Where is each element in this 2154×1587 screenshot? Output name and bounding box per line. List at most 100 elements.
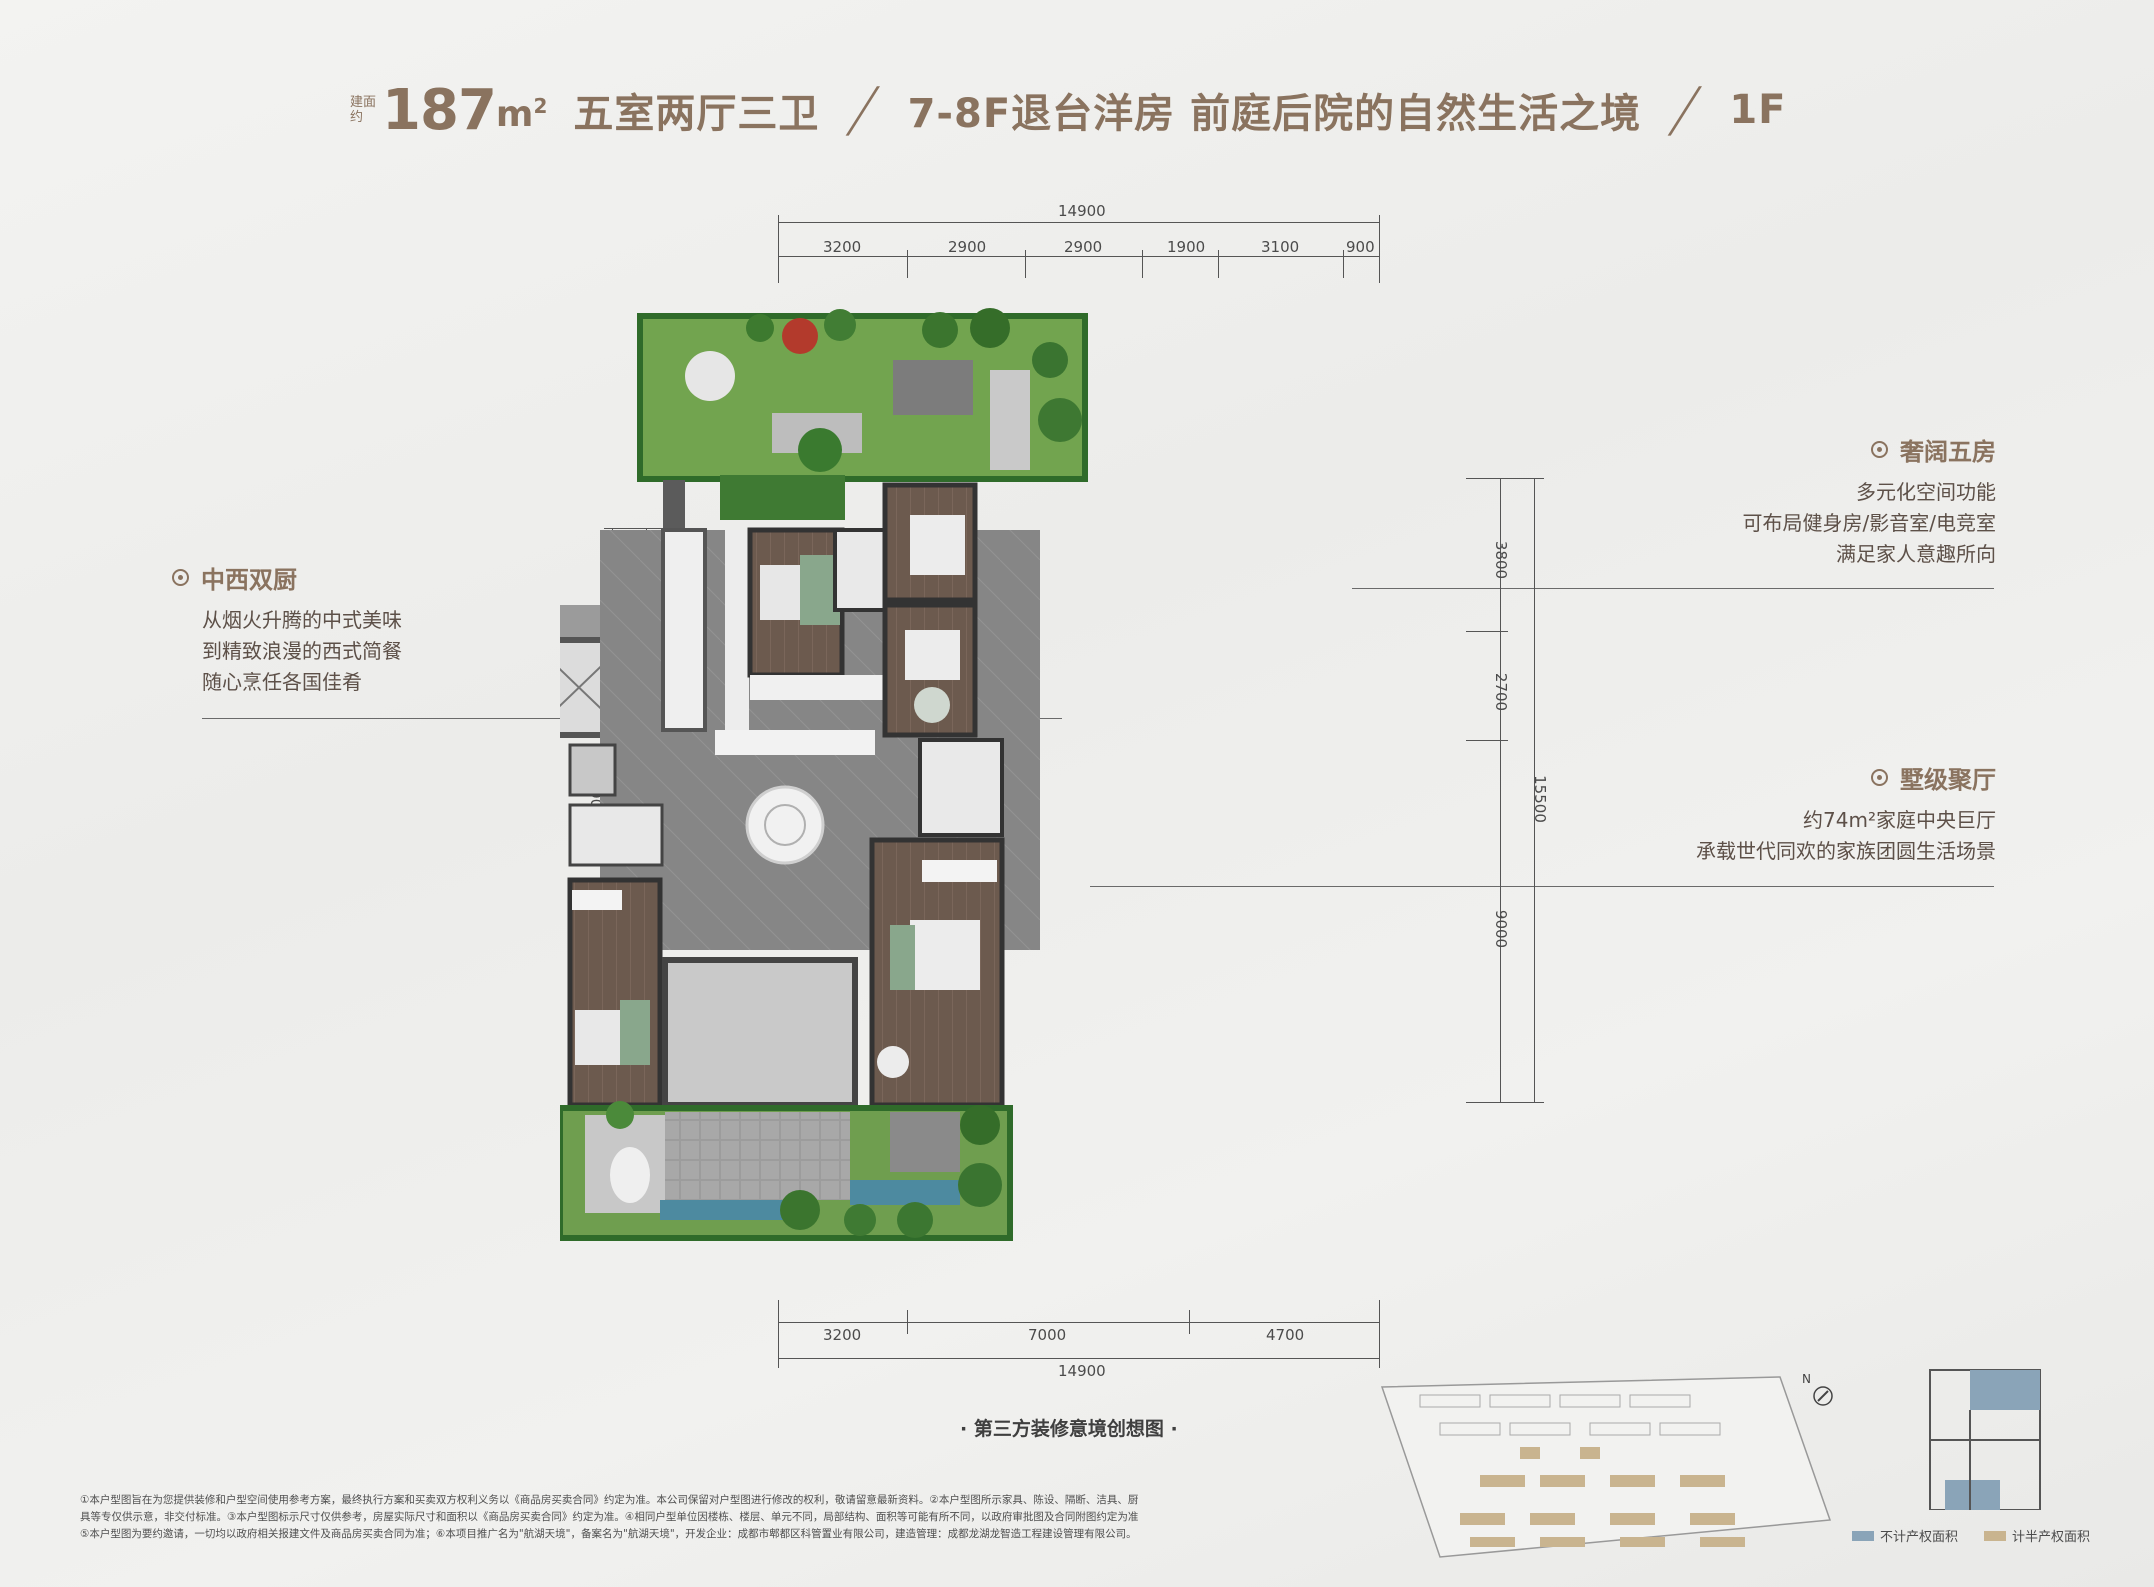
area-label-line-2: 约 bbox=[350, 110, 364, 125]
callout-line: 到精致浪漫的西式简餐 bbox=[202, 639, 402, 663]
callout-kitchen-title: 中西双厨 bbox=[201, 566, 297, 594]
callout-living-title: 墅级聚厅 bbox=[1900, 766, 1996, 794]
dim-tick bbox=[1379, 1300, 1380, 1368]
dim-top-seg: 3200 bbox=[823, 238, 862, 256]
dim-tick bbox=[1025, 250, 1026, 278]
dim-right-seg: 2700 bbox=[1492, 672, 1511, 712]
dim-tick bbox=[1142, 250, 1143, 278]
callout-title: 墅级聚厅 bbox=[1576, 760, 1996, 795]
dim-right-seg: 9000 bbox=[1492, 909, 1511, 949]
dim-tick bbox=[1466, 740, 1508, 741]
header-divider: / bbox=[841, 75, 885, 145]
dim-tick bbox=[1379, 215, 1380, 283]
leader-line-bedrooms bbox=[1352, 588, 1994, 589]
key-plan-thumbnail bbox=[1929, 1369, 2041, 1510]
caption: · 第三方装修意境创想图 · bbox=[960, 1418, 1178, 1440]
dim-bottom-seg: 7000 bbox=[1028, 1326, 1067, 1344]
dim-top-seg: 2900 bbox=[1064, 238, 1103, 256]
dim-line-right-segments bbox=[1500, 478, 1501, 1102]
callout-line: 可布局健身房/影音室/电竞室 bbox=[1742, 511, 1996, 535]
callout-bedrooms: 奢阔五房 多元化空间功能 可布局健身房/影音室/电竞室 满足家人意趣所向 bbox=[1576, 432, 1996, 570]
dim-right-total: 15500 bbox=[1530, 775, 1549, 823]
area-label-line-1: 建面 bbox=[350, 95, 377, 110]
leader-line-living bbox=[1090, 886, 1994, 887]
dim-bottom-seg: 4700 bbox=[1266, 1326, 1305, 1344]
site-plan-thumbnail bbox=[1380, 1376, 1832, 1558]
dim-line-bottom-total bbox=[778, 1358, 1380, 1359]
dim-top-seg: 3100 bbox=[1261, 238, 1300, 256]
compass-icon bbox=[1813, 1386, 1833, 1406]
target-icon bbox=[1871, 769, 1888, 786]
disclaimer-notes: ①本户型图旨在为您提供装修和户型空间使用参考方案，最终执行方案和买卖双方权利义务… bbox=[80, 1492, 1180, 1543]
dim-line-bottom-segments bbox=[778, 1322, 1380, 1323]
dim-tick bbox=[1189, 1310, 1190, 1334]
dining-table bbox=[745, 785, 825, 865]
kitchen-island bbox=[725, 530, 749, 740]
dim-top-seg: 1900 bbox=[1167, 238, 1206, 256]
front-garden bbox=[637, 308, 1088, 482]
callout-title: 奢阔五房 bbox=[1576, 432, 1996, 467]
legend-item: 不计产权面积 bbox=[1852, 1526, 1958, 1545]
dim-tick bbox=[604, 528, 664, 529]
callout-line: 随心烹任各国佳肴 bbox=[202, 670, 362, 694]
storage bbox=[568, 743, 617, 797]
callout-title: 中西双厨 bbox=[172, 560, 402, 595]
target-icon bbox=[1871, 441, 1888, 458]
legend-item: 计半产权面积 bbox=[1984, 1526, 2090, 1545]
target-icon bbox=[172, 569, 189, 586]
dining-counter bbox=[715, 730, 875, 755]
legend-swatch bbox=[1852, 1530, 1874, 1541]
bathroom-top bbox=[833, 528, 887, 612]
legend-label: 不计产权面积 bbox=[1880, 1530, 1959, 1545]
area-unit-sup: 2 bbox=[533, 93, 548, 118]
dim-line-top-segments bbox=[778, 256, 1380, 257]
dim-tick bbox=[1218, 250, 1219, 278]
floor-text: 1F bbox=[1729, 87, 1787, 133]
slogan-text: 7-8F退台洋房 前庭后院的自然生活之境 bbox=[907, 91, 1642, 137]
bathroom-right bbox=[918, 738, 1004, 837]
courtyard-void bbox=[662, 957, 858, 1108]
legend: 不计产权面积 计半产权面积 bbox=[1852, 1526, 2090, 1545]
layout-text: 五室两厅三卫 bbox=[573, 91, 820, 137]
note-line: ⑤本户型图为要约邀请，一切均以政府相关报建文件及商品房买卖合同为准；⑥本项目推广… bbox=[80, 1528, 1137, 1540]
area-number: 187 bbox=[382, 77, 497, 143]
callout-line: 承载世代同欢的家族团圆生活场景 bbox=[1696, 839, 1996, 863]
note-line: ①本户型图旨在为您提供装修和户型空间使用参考方案，最终执行方案和买卖双方权利义务… bbox=[80, 1494, 1139, 1506]
callout-kitchen: 中西双厨 从烟火升腾的中式美味 到精致浪漫的西式简餐 随心烹任各国佳肴 bbox=[172, 560, 402, 698]
area-unit: m2 bbox=[496, 94, 547, 135]
dim-tick bbox=[907, 1310, 908, 1334]
legend-label: 计半产权面积 bbox=[2012, 1530, 2091, 1545]
dim-tick bbox=[778, 1300, 779, 1368]
page-header: 建面 约 187 m2 五室两厅三卫 / 7-8F退台洋房 前庭后院的自然生活之… bbox=[350, 70, 1786, 150]
callout-line: 约74m²家庭中央巨厅 bbox=[1803, 808, 1996, 832]
dim-tick bbox=[1466, 1102, 1544, 1103]
dim-top-total: 14900 bbox=[1058, 202, 1106, 220]
dim-top-seg: 2900 bbox=[948, 238, 987, 256]
area-label: 建面 约 bbox=[350, 95, 376, 125]
dim-tick bbox=[778, 215, 779, 283]
dim-bottom-total: 14900 bbox=[1058, 1362, 1106, 1380]
dim-right-seg: 3800 bbox=[1492, 540, 1511, 580]
floor-plan bbox=[560, 308, 1088, 1241]
legend-swatch bbox=[1984, 1530, 2007, 1541]
planter bbox=[720, 475, 845, 520]
kitchen-counter bbox=[661, 528, 707, 732]
note-line: 具等专仅供示意，非交付标准。③本户型图标示尺寸仅供参考，房屋实际尺寸和面积以《商… bbox=[80, 1511, 1139, 1523]
callout-bedrooms-title: 奢阔五房 bbox=[1900, 438, 1996, 466]
dim-line-top-total bbox=[778, 222, 1380, 223]
dim-tick bbox=[907, 250, 908, 278]
header-divider: / bbox=[1663, 75, 1707, 145]
back-garden bbox=[560, 1101, 1013, 1241]
callout-line: 满足家人意趣所向 bbox=[1836, 542, 1996, 566]
north-label: N bbox=[1802, 1372, 1811, 1386]
bathroom-left bbox=[568, 803, 664, 867]
dim-tick bbox=[1343, 250, 1344, 278]
bedroom-bottom-left bbox=[567, 877, 663, 1108]
area-unit-text: m bbox=[495, 93, 534, 135]
dim-line-right-total bbox=[1534, 478, 1535, 1102]
callout-line: 多元化空间功能 bbox=[1856, 480, 1996, 504]
callout-living: 墅级聚厅 约74m²家庭中央巨厅 承载世代同欢的家族团圆生活场景 bbox=[1576, 760, 1996, 867]
callout-line: 从烟火升腾的中式美味 bbox=[202, 608, 402, 632]
dim-top-seg: 900 bbox=[1346, 238, 1375, 256]
dim-bottom-seg: 3200 bbox=[823, 1326, 862, 1344]
